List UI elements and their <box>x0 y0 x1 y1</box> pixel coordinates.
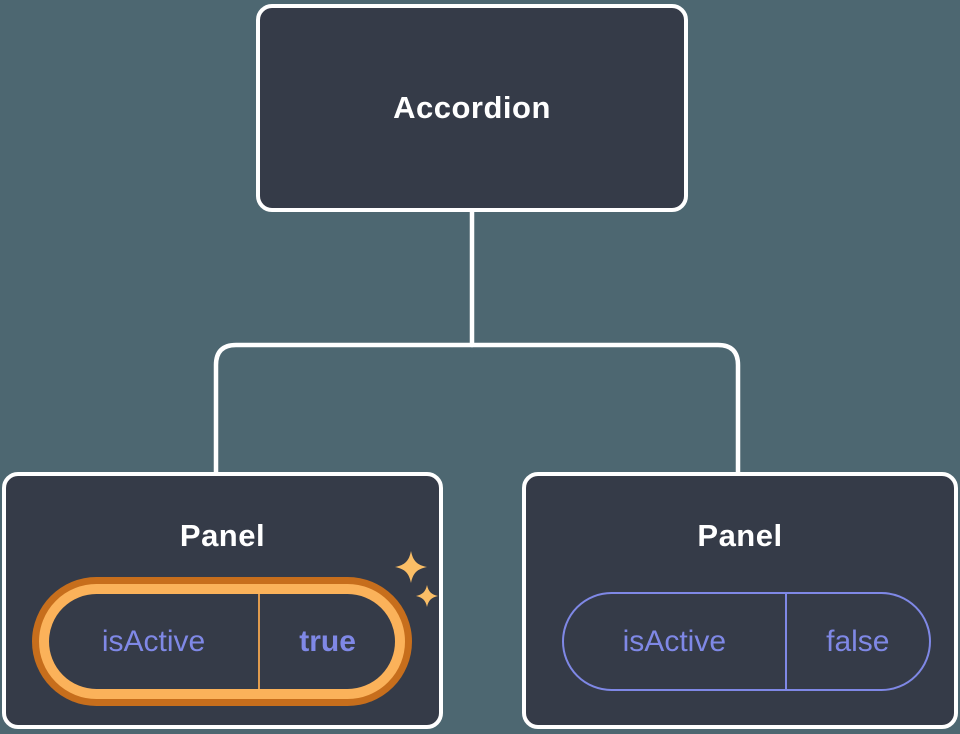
sparkle-small-icon <box>416 585 438 607</box>
prop-pill-plain: isActive false <box>562 592 931 691</box>
sparkles-icon <box>395 551 438 607</box>
accordion-node: Accordion <box>256 4 688 212</box>
pill-divider <box>258 594 261 689</box>
panel-node-label: Panel <box>697 518 783 553</box>
connector-branch <box>213 342 741 477</box>
panel-node-inactive: Panel isActive false <box>522 472 958 729</box>
prop-name: isActive <box>622 624 726 658</box>
prop-pill-highlighted: isActive true <box>39 584 405 699</box>
accordion-node-label: Accordion <box>393 90 551 125</box>
prop-value: true <box>299 624 356 658</box>
pill-divider <box>784 594 787 689</box>
panel-node-label: Panel <box>179 518 266 553</box>
sparkle-large-icon <box>395 551 427 583</box>
prop-value: false <box>826 624 890 658</box>
panel-node-active: Panel isActive true <box>2 472 443 729</box>
prop-name: isActive <box>101 624 206 658</box>
